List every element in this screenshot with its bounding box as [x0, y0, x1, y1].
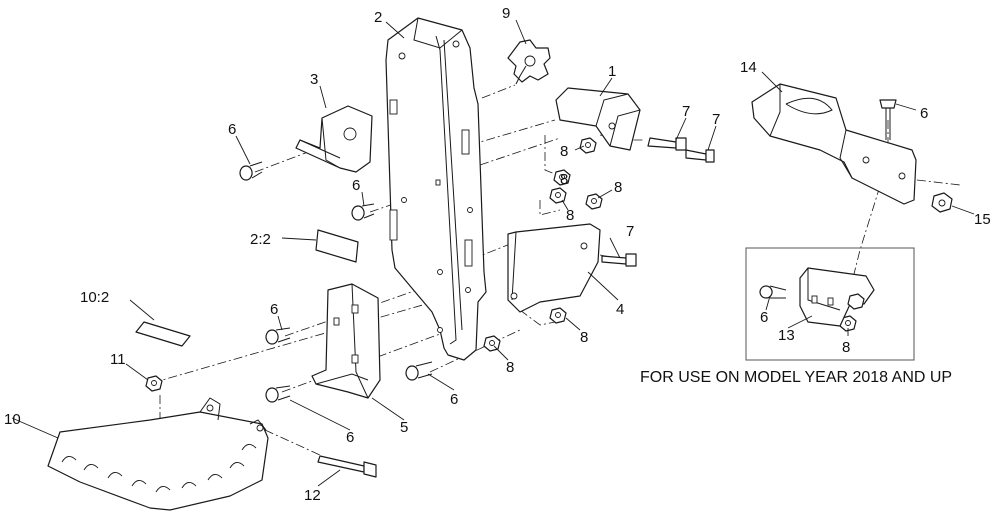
part-3-hook-bracket	[295, 105, 373, 173]
callout-6: 6	[450, 391, 458, 408]
callout-8: 8	[580, 329, 588, 346]
callout-14: 14	[740, 59, 757, 76]
callout-7: 7	[682, 103, 690, 120]
part-14-bracket	[751, 83, 917, 205]
part-15-flange-nut	[931, 192, 953, 213]
part-5-l-bracket	[311, 283, 381, 399]
callout-13: 13	[778, 327, 795, 344]
callout-6: 6	[352, 177, 360, 194]
callout-8: 8	[614, 179, 622, 196]
inset-model-2018	[745, 247, 915, 361]
callout-5: 5	[400, 419, 408, 436]
callout-10: 10	[4, 411, 21, 428]
callout-1: 1	[608, 63, 616, 80]
callout-6: 6	[228, 121, 236, 138]
callout-12: 12	[304, 487, 321, 504]
part-10-foot-plate	[47, 397, 269, 511]
callout-8: 8	[506, 359, 514, 376]
callout-7: 7	[626, 223, 634, 240]
callout-3: 3	[310, 71, 318, 88]
part-1-channel-bracket	[555, 87, 641, 151]
part-12-long-bolt	[317, 455, 377, 478]
callout-8: 8	[566, 207, 574, 224]
callout-8: 8	[560, 143, 568, 160]
model-year-note: FOR USE ON MODEL YEAR 2018 AND UP	[640, 369, 952, 386]
callout-6: 6	[346, 429, 354, 446]
callout-15: 15	[974, 211, 991, 228]
part-9-knob	[507, 39, 551, 85]
callout-2: 2	[374, 9, 382, 26]
leader-lines	[11, 19, 975, 487]
callout-labels: 2 9 3 6 1 7 7 8 8 8 8 6 2:2 7 4 8 8 6 10…	[4, 5, 991, 504]
callout-9: 9	[502, 5, 510, 22]
callout-2-2: 2:2	[250, 231, 271, 248]
fastener-part-11	[145, 375, 163, 392]
fasteners-part-6	[239, 99, 897, 403]
callout-6: 6	[920, 105, 928, 122]
callout-4: 4	[616, 301, 624, 318]
fasteners-part-7	[601, 137, 715, 267]
callout-8: 8	[842, 339, 850, 356]
part-4-plate	[507, 223, 601, 313]
part-2-mounting-plate	[385, 17, 487, 361]
callout-7: 7	[712, 111, 720, 128]
fasteners-part-8	[483, 137, 857, 352]
callout-6: 6	[270, 301, 278, 318]
callout-11: 11	[110, 351, 126, 368]
decals	[135, 229, 359, 347]
callout-6: 6	[760, 309, 768, 326]
callout-10-2: 10:2	[80, 289, 109, 306]
callout-8: 8	[560, 171, 568, 188]
